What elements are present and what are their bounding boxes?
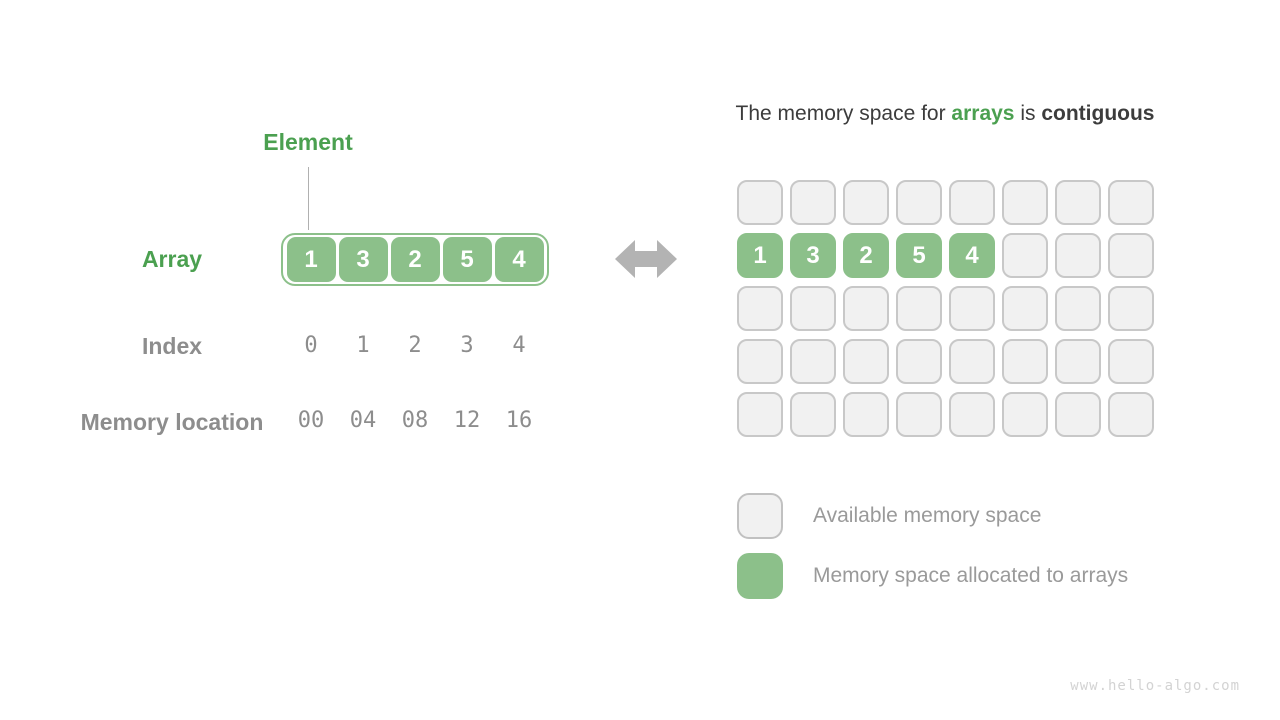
legend-label: Available memory space: [813, 504, 1042, 527]
memory-cell-available: [737, 180, 783, 225]
memory-cell-available: [790, 286, 836, 331]
memory-cell-available: [1055, 180, 1101, 225]
memory-location-value: 08: [401, 408, 429, 433]
memory-cell-available: [1055, 339, 1101, 384]
memory-cell-available: [1108, 233, 1154, 278]
legend-row: Memory space allocated to arrays: [737, 553, 1128, 599]
index-value: 3: [460, 333, 474, 358]
memory-cell-available: [737, 339, 783, 384]
left-right-arrow-icon: [615, 240, 677, 278]
memory-cell-available: [949, 339, 995, 384]
memory-location-value: 12: [453, 408, 481, 433]
array-element-cell: 3: [338, 237, 388, 282]
memory-cell-allocated: 5: [896, 233, 942, 278]
index-value: 1: [356, 333, 370, 358]
index-value: 4: [512, 333, 526, 358]
index-values-row: 0 1 2 3 4: [285, 333, 545, 358]
memory-cell-available: [1055, 286, 1101, 331]
element-label: Element: [263, 129, 353, 155]
memory-location-values-row: 00 04 08 12 16: [285, 408, 545, 433]
memory-cell-available: [1055, 392, 1101, 437]
memory-cell-available: [790, 339, 836, 384]
memory-cell-available: [896, 286, 942, 331]
memory-cell-available: [1002, 180, 1048, 225]
memory-cell-available: [949, 180, 995, 225]
memory-cell-available: [843, 180, 889, 225]
array-element-cell: 1: [286, 237, 336, 282]
memory-cell-available: [1108, 339, 1154, 384]
memory-location-value: 16: [505, 408, 533, 433]
memory-cell-available: [1002, 286, 1048, 331]
memory-cell-available: [737, 392, 783, 437]
memory-cell-available: [1108, 392, 1154, 437]
legend-swatch-allocated: [737, 553, 783, 599]
array-element-cell: 4: [494, 237, 544, 282]
index-label: Index: [141, 333, 203, 359]
array-element-cell: 2: [390, 237, 440, 282]
legend-swatch-available: [737, 493, 783, 539]
memory-location-value: 04: [349, 408, 377, 433]
memory-location-value: 00: [297, 408, 325, 433]
array-label: Array: [141, 246, 203, 272]
memory-grid-title: The memory space for arrays is contiguou…: [640, 102, 1250, 126]
memory-cell-available: [843, 392, 889, 437]
memory-cell-allocated: 4: [949, 233, 995, 278]
memory-cell-allocated: 3: [790, 233, 836, 278]
memory-cell-available: [896, 392, 942, 437]
index-value: 2: [408, 333, 422, 358]
memory-cell-available: [1055, 233, 1101, 278]
title-prefix: The memory space for: [735, 102, 952, 125]
memory-location-label: Memory location: [80, 409, 264, 435]
legend-label: Memory space allocated to arrays: [813, 564, 1129, 587]
memory-cell-available: [1108, 180, 1154, 225]
memory-cell-available: [896, 180, 942, 225]
memory-cell-available: [790, 392, 836, 437]
index-value: 0: [304, 333, 318, 358]
memory-cell-available: [1002, 339, 1048, 384]
memory-cell-available: [843, 339, 889, 384]
array-element-cell: 5: [442, 237, 492, 282]
memory-cell-available: [949, 286, 995, 331]
memory-cell-available: [1108, 286, 1154, 331]
memory-cell-available: [790, 180, 836, 225]
title-contiguous-emphasis: contiguous: [1041, 102, 1155, 125]
memory-cell-allocated: 2: [843, 233, 889, 278]
memory-cell-available: [1002, 233, 1048, 278]
memory-cell-available: [896, 339, 942, 384]
memory-cell-available: [949, 392, 995, 437]
legend-row: Available memory space: [737, 493, 1128, 539]
memory-cell-available: [1002, 392, 1048, 437]
element-connector-line: [308, 167, 309, 230]
title-arrays-highlight: arrays: [951, 102, 1015, 125]
watermark: www.hello-algo.com: [1070, 678, 1240, 694]
title-middle: is: [1014, 102, 1042, 125]
memory-cell-available: [843, 286, 889, 331]
memory-cell-available: [737, 286, 783, 331]
memory-cell-allocated: 1: [737, 233, 783, 278]
